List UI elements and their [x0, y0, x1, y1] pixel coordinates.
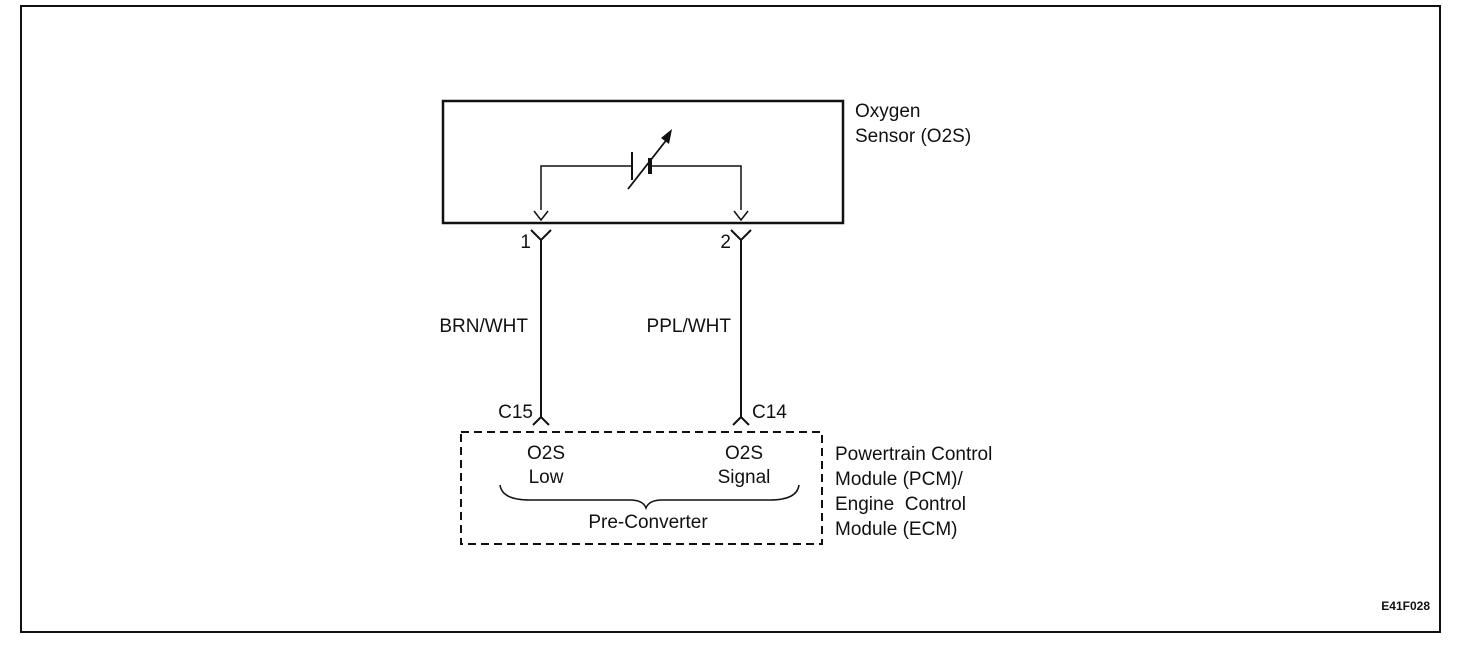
sensor-pin2-label: 2	[720, 232, 731, 253]
module-name-line1: Powertrain Control	[835, 444, 992, 465]
sensor-pin2-connector	[730, 229, 752, 242]
terminal-o2s-signal-line1: O2S	[725, 443, 763, 464]
variable-arrow-shaft	[627, 137, 669, 190]
module-name-line3: Engine Control	[835, 494, 966, 515]
connector-c15-label: C15	[498, 402, 533, 423]
module-c14-connector	[732, 415, 750, 426]
figure-id: E41F028	[1381, 599, 1430, 613]
pin1-arrow	[533, 210, 549, 222]
terminal-o2s-signal-line2: Signal	[718, 467, 771, 488]
pre-converter-label: Pre-Converter	[588, 512, 708, 533]
module-c15-connector	[532, 415, 550, 426]
sensor-pin1-connector	[530, 229, 552, 242]
terminal-o2s-low-line1: O2S	[527, 443, 565, 464]
oxygen-sensor-box	[441, 99, 845, 225]
module-name-line4: Module (ECM)	[835, 519, 957, 540]
diagram-frame	[20, 5, 1441, 633]
connector-c14-label: C14	[752, 402, 787, 423]
pre-converter-brace	[499, 484, 800, 511]
wire-right-color-label: PPL/WHT	[647, 316, 732, 337]
pcm-ecm-module-box	[460, 431, 823, 545]
sensor-internal-circuit	[533, 129, 749, 222]
variable-arrow-head	[661, 129, 672, 144]
pin2-arrow	[733, 210, 749, 222]
terminal-o2s-low-line2: Low	[529, 467, 564, 488]
module-name-line2: Module (PCM)/	[835, 469, 963, 490]
sensor-name-line1: Oxygen	[855, 101, 920, 122]
wire-left-color-label: BRN/WHT	[439, 316, 528, 337]
sensor-pin1-label: 1	[520, 232, 531, 253]
sensor-name-line2: Sensor (O2S)	[855, 126, 971, 147]
